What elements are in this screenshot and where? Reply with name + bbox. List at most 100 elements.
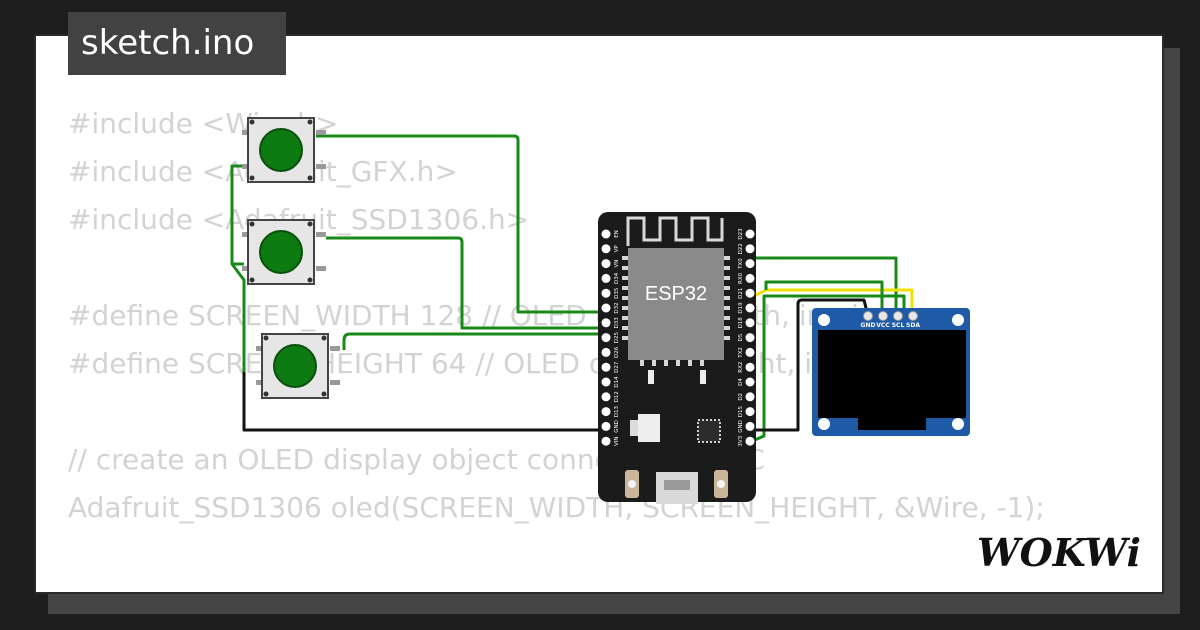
pin-label: 3V3: [738, 435, 744, 446]
pin-tx2[interactable]: [745, 347, 755, 357]
pin-label: D25: [614, 331, 620, 343]
oled-pin-sda[interactable]: [908, 311, 918, 321]
pin-label: D34: [614, 272, 620, 284]
pin-label: D12: [614, 391, 620, 402]
oled-pin-vcc[interactable]: [878, 311, 888, 321]
usb-chip: [697, 419, 721, 443]
pin-en[interactable]: [601, 229, 611, 239]
pin-label: D19: [738, 302, 744, 314]
pin-label: D27: [614, 361, 620, 373]
pin-3v3[interactable]: [745, 436, 755, 446]
pin-d19[interactable]: [745, 303, 755, 313]
code-line: #include <Adafruit_GFX.h>: [68, 155, 458, 188]
oled-pin-scl[interactable]: [893, 311, 903, 321]
pin-label: D14: [614, 376, 620, 388]
pin-d5[interactable]: [745, 333, 755, 343]
pin-label: D33: [614, 317, 620, 329]
right-pin-header: D23D22TX0RX0D21D19D18D5TX2RX2D4D2D15GND3…: [738, 228, 755, 447]
pin-label: RX2: [738, 362, 744, 373]
pin-vn[interactable]: [601, 259, 611, 269]
pin-vp[interactable]: [601, 244, 611, 254]
pin-d32[interactable]: [601, 303, 611, 313]
wire-d21-sda: [749, 288, 914, 316]
oled-pin-label: GND: [861, 322, 876, 329]
pin-d2[interactable]: [745, 392, 755, 402]
pin-d18[interactable]: [745, 318, 755, 328]
pin-label: D32: [614, 302, 620, 313]
wires: [230, 134, 914, 444]
pin-gnd[interactable]: [745, 421, 755, 431]
pin-d27[interactable]: [601, 362, 611, 372]
pin-label: D21: [738, 288, 744, 299]
wire-button1-d32: [316, 134, 606, 314]
pin-tx0[interactable]: [745, 259, 755, 269]
wokwi-logo: WOKWi: [977, 530, 1141, 575]
pin-label: TX0: [738, 258, 744, 270]
pin-d34[interactable]: [601, 273, 611, 283]
oled-pin-label: VCC: [876, 322, 890, 329]
oled-pin-label: SDA: [906, 322, 920, 329]
pin-d21[interactable]: [745, 288, 755, 298]
oled-pin-label: SCL: [892, 322, 905, 329]
wire-gnd-oled: [750, 298, 870, 432]
pin-d12[interactable]: [601, 392, 611, 402]
pin-label: D23: [738, 228, 744, 240]
oled-screen: [818, 330, 966, 418]
antenna-trace: [626, 216, 724, 246]
push-button-3[interactable]: [256, 333, 340, 399]
pin-d23[interactable]: [745, 229, 755, 239]
oled-pin-gnd[interactable]: [863, 311, 873, 321]
pin-label: TX2: [738, 347, 744, 359]
pin-d25[interactable]: [601, 333, 611, 343]
pin-label: VN: [614, 260, 620, 268]
pin-label: D4: [738, 378, 744, 386]
wire-d22-scl: [750, 256, 898, 316]
pin-d14[interactable]: [601, 377, 611, 387]
pin-label: GND: [614, 420, 620, 433]
pin-d33[interactable]: [601, 318, 611, 328]
file-tab[interactable]: sketch.ino: [68, 12, 286, 75]
wire-3v3-vcc: [749, 294, 906, 444]
pin-d4[interactable]: [745, 377, 755, 387]
pin-rx0[interactable]: [745, 273, 755, 283]
pin-label: D26: [614, 346, 620, 358]
pin-label: D22: [738, 243, 744, 254]
push-button-2[interactable]: [242, 219, 326, 285]
pin-d26[interactable]: [601, 347, 611, 357]
esp32-board[interactable]: ESP32 ENVPVND34D35D32D33D25D26D27D14D12D…: [598, 212, 756, 504]
module-castellations: [622, 256, 730, 366]
pin-d13[interactable]: [601, 407, 611, 417]
pin-d35[interactable]: [601, 288, 611, 298]
pin-label: D5: [738, 333, 744, 341]
push-button-1[interactable]: [242, 117, 326, 183]
regulator: [630, 420, 638, 436]
boot-button[interactable]: [625, 470, 639, 498]
wokwi-logo-text: WOKWi: [977, 530, 1141, 575]
pin-label: VIN: [614, 436, 620, 446]
wire-button3-d25: [342, 332, 608, 350]
pin-label: D15: [738, 405, 744, 417]
wire-d21-sda-2: [764, 280, 884, 316]
pin-label: GND: [738, 420, 744, 433]
wire-button2-d33: [326, 236, 606, 330]
wire-gnd-black: [242, 372, 606, 432]
reset-button[interactable]: [714, 470, 728, 498]
pin-gnd[interactable]: [601, 421, 611, 431]
pin-label: VP: [614, 245, 620, 253]
pin-label: EN: [614, 230, 620, 238]
pin-rx2[interactable]: [745, 362, 755, 372]
pin-label: D13: [614, 405, 620, 417]
pin-d22[interactable]: [745, 244, 755, 254]
pin-vin[interactable]: [601, 436, 611, 446]
pin-label: D35: [614, 287, 620, 299]
esp32-module: [628, 248, 724, 360]
pin-label: D18: [738, 317, 744, 329]
esp32-label: ESP32: [645, 283, 707, 305]
wire-buttons-ground-bus: [230, 164, 246, 372]
pin-d15[interactable]: [745, 407, 755, 417]
pin-label: RX0: [738, 272, 744, 284]
